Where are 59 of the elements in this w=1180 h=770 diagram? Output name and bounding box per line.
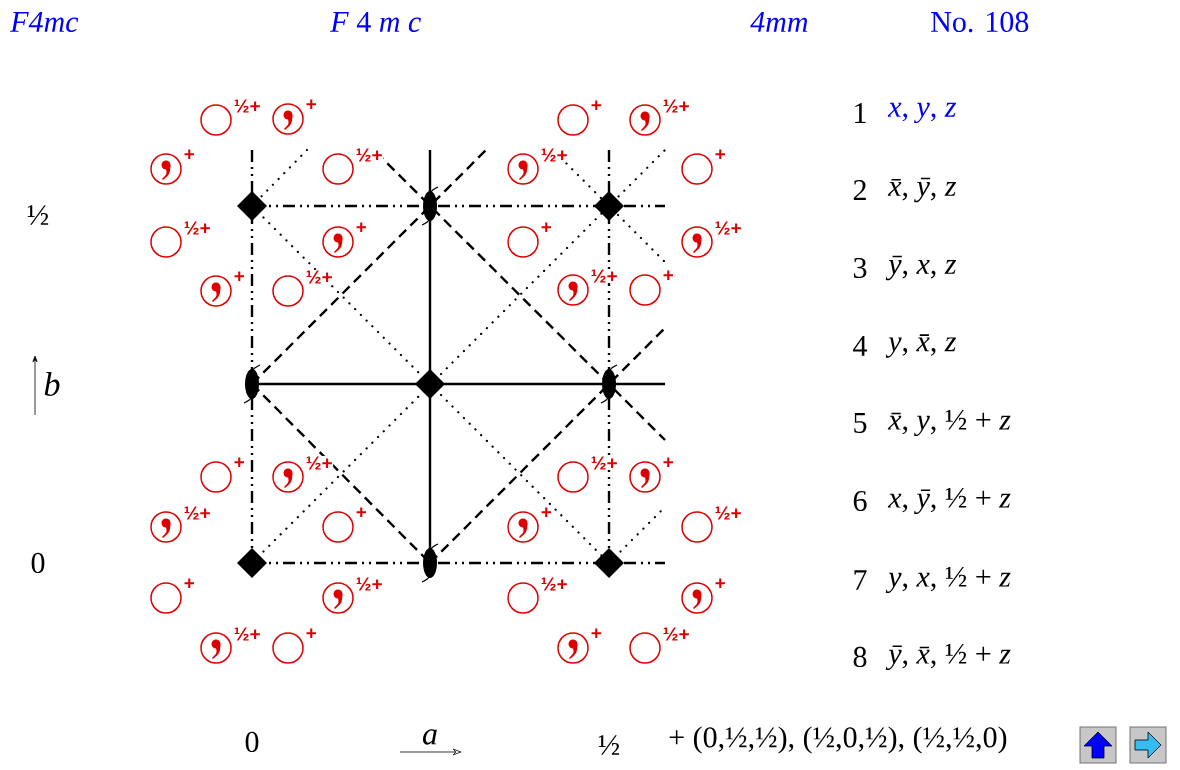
height-sign: + xyxy=(714,148,727,162)
height-sign: ½+ xyxy=(590,268,619,284)
coordinate-triplet: x, ȳ, ½ + z xyxy=(887,487,1011,515)
height-sign: + xyxy=(714,577,727,591)
height-sign: ½+ xyxy=(714,505,743,521)
coordinate-triplet: x̄, ȳ, z xyxy=(887,177,957,203)
axis-label: 0 xyxy=(245,731,259,753)
coordinate-triplet: y, x, ½ + z xyxy=(885,566,1011,594)
position-number: 1 xyxy=(855,103,866,123)
height-sign: ½+ xyxy=(355,576,384,592)
height-sign: ½+ xyxy=(540,576,569,592)
group-number: No. 108 xyxy=(931,11,1029,33)
height-sign: + xyxy=(590,99,603,113)
position-number: 4 xyxy=(853,336,868,356)
height-sign: ½+ xyxy=(233,626,262,642)
height-sign: ½+ xyxy=(305,269,334,285)
height-sign: + xyxy=(662,269,675,283)
point-group-symbol: 4mm xyxy=(750,12,808,32)
position-number: 8 xyxy=(853,646,867,668)
position-number: 3 xyxy=(853,257,867,279)
height-sign: + xyxy=(233,456,246,470)
height-sign: + xyxy=(183,148,196,162)
axis-label: a xyxy=(422,729,437,745)
axis-fraction: ½ xyxy=(27,205,49,225)
coordinate-triplet: ȳ, x̄, ½ + z xyxy=(885,643,1011,671)
space-group-symbol: F 4 m c xyxy=(330,12,421,32)
coordinate-triplet: ȳ, x, z xyxy=(885,255,957,281)
height-sign: ½+ xyxy=(183,505,212,521)
height-sign: + xyxy=(590,627,603,641)
axis-fraction: ½ xyxy=(598,735,620,755)
position-number: 6 xyxy=(853,490,867,512)
position-number: 5 xyxy=(854,413,867,433)
position-number: 7 xyxy=(854,570,867,590)
axis-label: 0 xyxy=(31,552,45,574)
height-sign: ½+ xyxy=(714,220,743,236)
height-sign: + xyxy=(540,221,553,235)
height-sign: + xyxy=(662,456,675,470)
height-sign: ½+ xyxy=(233,98,262,114)
height-sign: + xyxy=(305,627,318,641)
height-sign: + xyxy=(355,506,368,520)
height-sign: ½+ xyxy=(183,220,212,236)
coordinate-triplet: x̄, y, ½ + z xyxy=(887,409,1011,437)
height-sign: + xyxy=(183,577,196,591)
height-sign: ½+ xyxy=(590,455,619,471)
height-sign: + xyxy=(540,506,553,520)
height-sign: + xyxy=(355,221,368,235)
height-sign: + xyxy=(233,270,246,284)
space-group-symbol: F4mc xyxy=(10,12,79,32)
height-sign: ½+ xyxy=(540,147,569,163)
height-sign: ½+ xyxy=(662,626,691,642)
axis-label: b xyxy=(44,372,60,396)
height-sign: + xyxy=(305,98,318,112)
height-sign: ½+ xyxy=(355,147,384,163)
coordinate-triplet: x, y, z xyxy=(887,102,957,124)
centering-vectors: + (0,½,½), (½,0,½), (½,½,0) xyxy=(669,726,1007,754)
height-sign: ½+ xyxy=(305,455,334,471)
height-sign: ½+ xyxy=(662,98,691,114)
coordinate-triplet: y, x̄, z xyxy=(885,334,957,358)
position-number: 2 xyxy=(853,180,866,200)
